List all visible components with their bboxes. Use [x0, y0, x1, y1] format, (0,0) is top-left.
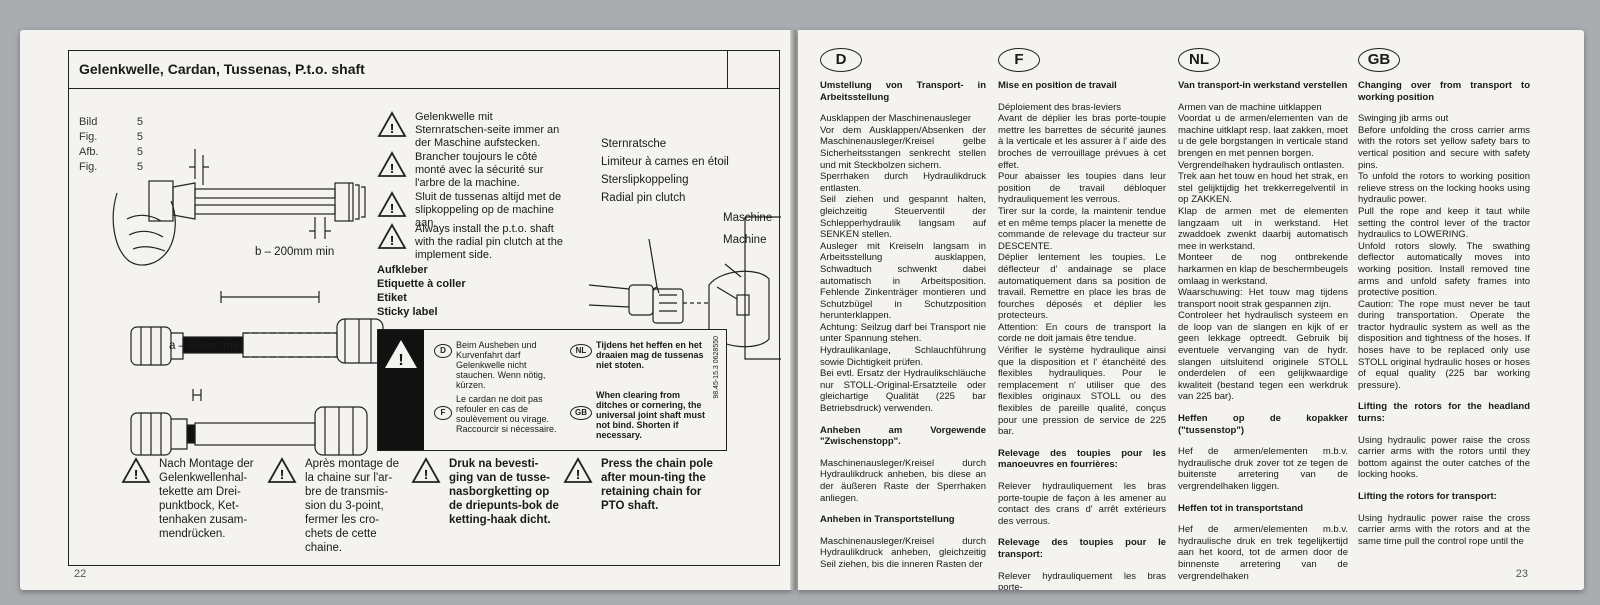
figure-label: Fig.5	[79, 131, 143, 143]
machine-labels: Maschine Machine	[723, 212, 773, 246]
title-bar: Gelenkwelle, Cardan, Tussenas, P.t.o. sh…	[69, 51, 779, 89]
bottom-warning-fr: ! Après montage de la chaine sur l'ar-br…	[267, 457, 401, 555]
subsection-heading: Anheben am Vorgewende "Zwischenstopp".	[820, 424, 986, 448]
subsection-heading: Lifting the rotors for the headland turn…	[1358, 401, 1530, 425]
figure-label: Fig.5	[79, 161, 143, 173]
column-nl: NL Van transport-in werkstand verstellen…	[1178, 48, 1348, 582]
subsection-heading: Relevage des toupies pour le transport:	[998, 537, 1166, 560]
subsection-heading: Heffen op de kopakker ("tussenstop")	[1178, 413, 1348, 436]
section-heading: Umstellung von Transport- in Arbeitsstel…	[820, 80, 986, 103]
warning-triangle-icon: !	[411, 457, 441, 483]
warning-triangle-icon: !	[267, 457, 297, 483]
svg-text:!: !	[390, 233, 394, 248]
dim-a-label: a – 60mm min	[169, 340, 242, 352]
ratchet-labels: Sternratsche Limiteur à cames en étoil S…	[601, 138, 729, 204]
right-page: D Umstellung von Transport- in Arbeitsst…	[798, 30, 1584, 590]
section-heading: Van transport-in werkstand verstellen	[1178, 80, 1348, 91]
warning-triangle-icon: !	[563, 457, 593, 483]
language-badge: D	[820, 48, 862, 72]
page-number-right: 23	[1515, 568, 1528, 580]
book-gutter	[790, 30, 800, 590]
section-heading: Mise en position de travail	[998, 80, 1117, 91]
language-badge: NL	[1178, 48, 1220, 72]
page-title: Gelenkwelle, Cardan, Tussenas, P.t.o. sh…	[79, 61, 365, 77]
bottom-warning-de: ! Nach Montage der Gelenkwellenhal-teket…	[121, 457, 259, 541]
joint-yoke	[148, 180, 174, 222]
figure-label: Afb.5	[79, 146, 143, 158]
pto-shaft-drawings	[112, 149, 781, 456]
svg-text:!: !	[576, 467, 580, 482]
left-page: Gelenkwelle, Cardan, Tussenas, P.t.o. sh…	[20, 30, 792, 590]
subsection-heading: Relevage des toupies pour les manoeuvres…	[998, 447, 1166, 471]
svg-text:!: !	[398, 352, 403, 369]
sticker-labels: Aufkleber Etiquette à coller Etiket Stic…	[377, 264, 466, 318]
page-number-left: 22	[74, 568, 87, 580]
subsection-heading: Heffen tot in transportstand	[1178, 502, 1304, 514]
diagram-frame: Gelenkwelle, Cardan, Tussenas, P.t.o. sh…	[68, 50, 781, 566]
hand-illustration	[112, 192, 176, 266]
warning-fr: ! Brancher toujours le côté monté avec l…	[377, 151, 565, 190]
svg-text:!: !	[390, 201, 394, 216]
language-badge: GB	[1358, 48, 1400, 72]
svg-text:!: !	[390, 161, 394, 176]
warning-triangle-icon: !	[377, 111, 407, 137]
svg-text:!: !	[280, 467, 284, 482]
warning-triangle-icon: !	[385, 340, 417, 369]
warning-sticker-black-panel: !	[378, 330, 424, 450]
bottom-warning-nl: ! Druk na bevesti-ging van de tusse-nasb…	[411, 457, 559, 527]
subsection-heading: Lifting the rotors for transport:	[1358, 491, 1497, 502]
column-gb: GB Changing over from transport to worki…	[1358, 48, 1530, 547]
dim-b-label: b – 200mm min	[255, 246, 335, 258]
warning-triangle-icon: !	[121, 457, 151, 483]
column-de: D Umstellung von Transport- in Arbeitsst…	[820, 48, 986, 571]
svg-text:!: !	[134, 467, 138, 482]
svg-text:!: !	[390, 121, 394, 136]
warning-triangle-icon: !	[377, 151, 407, 177]
bottom-warning-gb: ! Press the chain pole after moun-ting t…	[563, 457, 713, 513]
warning-de: ! Gelenkwelle mit Sternratschen-seite im…	[377, 111, 565, 150]
language-badge: F	[998, 48, 1040, 72]
warning-nl: ! Sluit de tussenas altijd met de slipko…	[377, 191, 565, 230]
warning-sticker: ! D Beim Ausheben und Kurvenfahrt darf G…	[377, 329, 727, 451]
subsection-heading: Anheben in Transportstellung	[820, 514, 955, 526]
warning-triangle-icon: !	[377, 223, 407, 249]
warning-gb: ! Always install the p.t.o. shaft with t…	[377, 223, 565, 262]
section-heading: Changing over from transport to working …	[1358, 80, 1530, 103]
svg-text:!: !	[424, 467, 428, 482]
warning-triangle-icon: !	[377, 191, 407, 217]
title-box	[727, 51, 779, 89]
column-fr: F Mise en position de travail Déploiemen…	[998, 48, 1166, 590]
